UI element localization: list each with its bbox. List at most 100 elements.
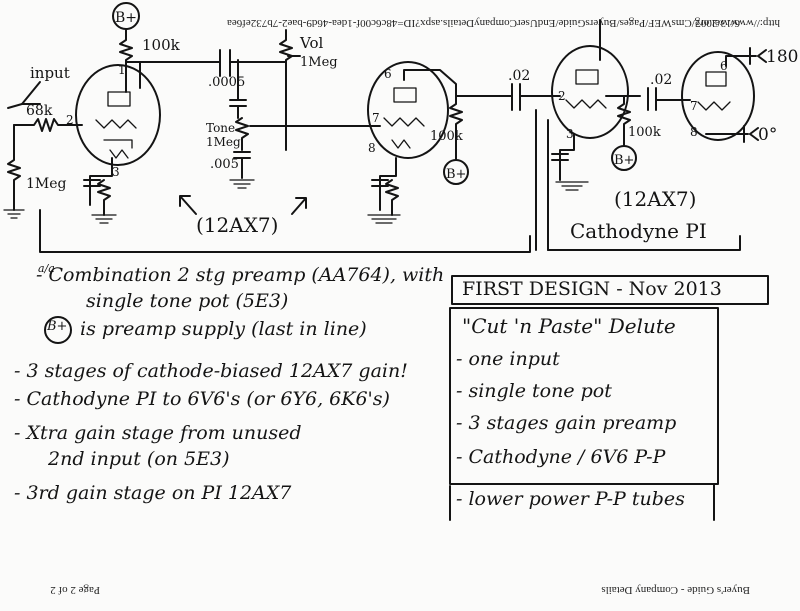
pin7-label: 7 xyxy=(372,111,380,125)
note-line1: - Combination 2 stg preamp (AA764), with xyxy=(36,264,445,286)
input-jack xyxy=(7,103,41,109)
design-footer-lines xyxy=(449,483,715,521)
note-line5b: 2nd input (on 5E3) xyxy=(48,448,230,470)
arrow-left-12ax7 xyxy=(179,195,197,215)
tube-v1 xyxy=(75,64,161,166)
tube-type-label-a: (12AX7) xyxy=(196,213,278,237)
ground-3 xyxy=(229,179,255,189)
pi-pin3-label: 3 xyxy=(566,127,574,141)
cathode-cap-1 xyxy=(83,179,101,187)
output-180-arrow xyxy=(757,49,767,63)
pi-cathode-wire xyxy=(559,133,575,181)
design-features-box xyxy=(449,307,719,485)
input-label: input xyxy=(30,64,70,82)
pin6-label: 6 xyxy=(384,67,392,81)
tone-value: 1Meg xyxy=(206,135,241,149)
note-line5: - Xtra gain stage from unused xyxy=(14,422,302,444)
note-bplus: B+ xyxy=(47,319,68,334)
arrow-right-12ax7 xyxy=(291,197,307,215)
pi-pin2-label: 2 xyxy=(558,89,566,103)
pi-plate-resistor xyxy=(617,95,631,146)
pin8-label: 8 xyxy=(368,141,376,155)
note-aside: a/a xyxy=(38,262,55,275)
bright-cap xyxy=(229,59,247,119)
v3-pin8-label: 8 xyxy=(690,125,698,139)
out-0-label: 0° xyxy=(758,125,777,145)
bplus-pi-label: B+ xyxy=(614,153,634,168)
design-title-box xyxy=(451,275,769,305)
bplus-note-circle xyxy=(44,316,72,344)
tone-pot xyxy=(235,117,249,151)
pin3-label: 3 xyxy=(112,165,120,179)
note-line3: - 3 stages of cathode-biased 12AX7 gain! xyxy=(14,360,408,382)
v3-pin6-label: 6 xyxy=(720,59,728,73)
grid-leak-1meg xyxy=(7,124,21,211)
printed-url-header: http://www.wel.org/CmsWEF/Pages/BuyersGu… xyxy=(227,17,780,29)
grid-resistor-68k xyxy=(13,118,83,132)
bus-wires xyxy=(39,209,741,253)
footer-title: Buyer's Guide - Company Details xyxy=(601,584,750,596)
cathode-resistor-1 xyxy=(97,179,111,216)
cathode-cap-2 xyxy=(371,179,389,187)
design-item-4: - Cathodyne / 6V6 P-P xyxy=(456,446,666,468)
ground-1 xyxy=(3,209,25,219)
tube-v3 xyxy=(681,51,755,141)
plate-resistor-v2 xyxy=(449,95,463,161)
pin2-label: 2 xyxy=(66,113,74,127)
bplus-mid: B+ xyxy=(443,159,469,185)
plate-wire-v2 xyxy=(403,69,501,97)
r68k-label: 68k xyxy=(26,103,53,119)
design-footer: - lower power P-P tubes xyxy=(456,488,685,510)
note-line4: - Cathodyne PI to 6V6's (or 6Y6, 6K6's) xyxy=(14,388,390,410)
v3-pin7-label: 7 xyxy=(690,99,698,113)
plate-resistor-v1 xyxy=(119,28,133,93)
volume-pot xyxy=(279,29,293,151)
tone-cap xyxy=(233,151,251,179)
out-180-label: 180° xyxy=(766,47,800,67)
input-arrow xyxy=(21,81,41,105)
vol-value: 1Meg xyxy=(300,55,338,70)
note-line6: - 3rd gain stage on PI 12AX7 xyxy=(14,482,292,504)
tone-label: Tone xyxy=(206,121,235,135)
divider-lines xyxy=(535,109,549,251)
tube-type-label-b: (12AX7) xyxy=(614,187,696,211)
ground-4 xyxy=(367,214,401,224)
r100k-pi-label: 100k xyxy=(628,125,661,140)
printed-date: 6/13/2007 xyxy=(695,17,740,29)
cathode-resistor-2 xyxy=(385,179,399,216)
coupling-cap-1 xyxy=(219,49,231,77)
cathodyne-pi-label: Cathodyne PI xyxy=(570,219,707,243)
r100k-top-label: 100k xyxy=(142,36,181,54)
design-item-3: - 3 stages gain preamp xyxy=(456,412,677,434)
c02b-label: .02 xyxy=(650,72,672,88)
pin1-label: 1 xyxy=(118,63,126,77)
r100k-mid-label: 100k xyxy=(430,129,463,144)
design-item-1: - one input xyxy=(456,348,560,370)
note-line2: is preamp supply (last in line) xyxy=(80,318,367,340)
bplus-mid-label: B+ xyxy=(446,167,466,182)
ground-5 xyxy=(555,181,589,191)
design-subtitle: "Cut 'n Paste" Delute xyxy=(462,314,676,338)
design-item-2: - single tone pot xyxy=(456,380,612,402)
output-0-wire xyxy=(705,125,749,143)
c005-label: .005 xyxy=(210,157,239,172)
coupling-cap-3 xyxy=(647,87,691,111)
c02a-label: .02 xyxy=(508,68,530,84)
bplus-top-label: B+ xyxy=(115,10,137,26)
pi-cathode-cap xyxy=(551,153,569,161)
note-line1b: single tone pot (5E3) xyxy=(86,290,289,312)
tube-v2 xyxy=(367,61,449,159)
c0005-label: .0005 xyxy=(208,75,245,90)
output-180-wire xyxy=(725,47,757,67)
design-title: FIRST DESIGN - Nov 2013 xyxy=(462,278,722,300)
cathode-wire-v2 xyxy=(379,157,397,211)
printed-footer-left: Page 2 of 2 xyxy=(50,584,100,596)
printed-date-group: 6/13/2007 xyxy=(695,17,740,29)
cathode-wire-v1 xyxy=(89,157,113,206)
printed-footer-right: Buyer's Guide - Company Details xyxy=(601,584,750,596)
vol-label: Vol xyxy=(299,34,323,52)
bplus-pi: B+ xyxy=(611,145,637,171)
tube-pi xyxy=(551,45,629,139)
